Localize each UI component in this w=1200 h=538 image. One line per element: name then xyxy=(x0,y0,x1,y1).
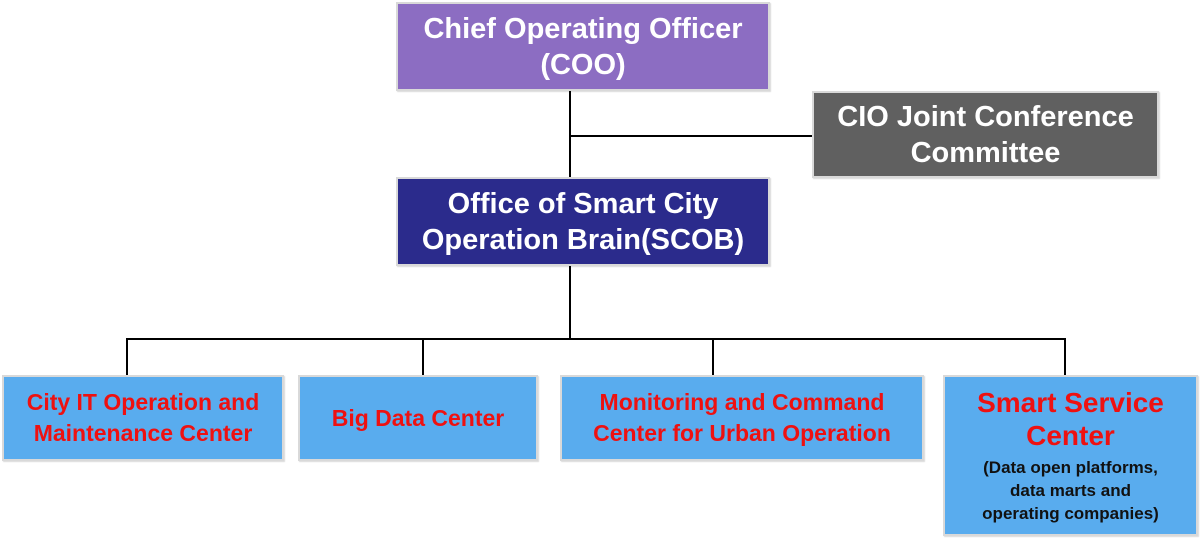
cio-title-line2: Committee xyxy=(910,136,1061,169)
dept-3-line1: Monitoring and Command xyxy=(599,389,885,415)
dept-3-line2: Center for Urban Operation xyxy=(593,420,891,446)
dept-4-line1: Smart Service xyxy=(977,387,1164,418)
dept-city-it-operation-box: City IT Operation and Maintenance Center xyxy=(2,375,284,461)
dept-smart-service-center-box: Smart Service Center (Data open platform… xyxy=(943,375,1198,536)
dept-monitoring-command-box: Monitoring and Command Center for Urban … xyxy=(560,375,924,461)
dept-4-sub-line1: (Data open platforms, xyxy=(983,458,1158,477)
coo-box: Chief Operating Officer (COO) xyxy=(396,2,770,91)
dept-1-line1: City IT Operation and xyxy=(26,389,260,415)
cio-title-line1: CIO Joint Conference xyxy=(837,100,1134,133)
connector-to-cio xyxy=(569,135,812,137)
connector-horizontal-bus xyxy=(126,338,1066,340)
dept-4-line2: Center xyxy=(1026,420,1115,451)
coo-title-line1: Chief Operating Officer xyxy=(423,12,743,45)
connector-scob-down xyxy=(569,266,571,339)
cio-committee-box: CIO Joint Conference Committee xyxy=(812,91,1159,178)
dept-1-line2: Maintenance Center xyxy=(33,420,253,446)
dept-4-sub-line2: data marts and xyxy=(1010,481,1131,500)
connector-dept-4 xyxy=(1064,338,1066,375)
connector-coo-to-scob xyxy=(569,91,571,177)
dept-2-line1: Big Data Center xyxy=(331,404,505,431)
connector-dept-2 xyxy=(422,338,424,375)
connector-dept-3 xyxy=(712,338,714,375)
dept-4-sub-line3: operating companies) xyxy=(982,504,1159,523)
scob-title-line1: Office of Smart City xyxy=(447,187,719,220)
coo-title-line2: (COO) xyxy=(540,48,626,81)
scob-title-line2: Operation Brain(SCOB) xyxy=(421,223,745,256)
scob-box: Office of Smart City Operation Brain(SCO… xyxy=(396,177,770,266)
connector-dept-1 xyxy=(126,338,128,375)
dept-big-data-center-box: Big Data Center xyxy=(298,375,538,461)
